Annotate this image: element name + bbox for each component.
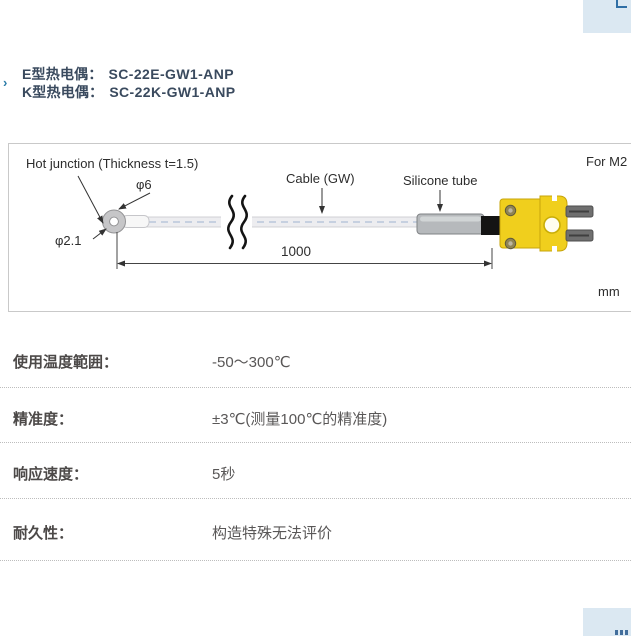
head-diameter-label: φ6 — [136, 177, 152, 192]
cable-length-dimension: 1000 — [280, 244, 312, 259]
product-title-e-type: E型热电偶： SC-22E-GW1-ANP — [22, 65, 235, 83]
spec-label: 使用温度範囲： — [13, 354, 119, 371]
widget-text-fragment — [615, 630, 629, 635]
connector-hole — [543, 216, 561, 234]
hole-diameter-label: φ2.1 — [55, 233, 82, 248]
product-diagram: Hot junction (Thickness t=1.5) φ6 φ2.1 C… — [8, 143, 631, 312]
spec-label: 耐久性： — [13, 525, 74, 542]
product-type-label: E型热电偶： — [22, 66, 103, 82]
product-title-block: E型热电偶： SC-22E-GW1-ANP K型热电偶： SC-22K-GW1-AN… — [22, 65, 235, 101]
spec-row-accuracy: 精准度： ±3℃(测量100℃的精准度) — [0, 388, 631, 443]
hot-junction-label: Hot junction (Thickness t=1.5) — [26, 156, 199, 171]
spec-row-response-speed: 响应速度： 5秒 — [0, 443, 631, 499]
side-widget-top[interactable] — [583, 0, 631, 33]
crimp-sleeve — [121, 215, 150, 228]
product-title-k-type: K型热电偶： SC-22K-GW1-ANP — [22, 83, 235, 101]
for-m2-label: For M2 — [586, 154, 628, 169]
spec-label: 响应速度： — [13, 466, 89, 483]
cable-label: Cable (GW) — [286, 171, 355, 186]
spec-row-temperature-range: 使用温度範囲： -50～300℃ — [0, 330, 631, 388]
spec-value: 构造特殊无法评价 — [212, 525, 333, 542]
silicone-tube-label: Silicone tube — [403, 173, 478, 188]
spec-value: ±3℃(测量100℃的精准度) — [212, 410, 388, 428]
product-model: SC-22K-GW1-ANP — [109, 84, 236, 100]
product-type-label: K型热电偶： — [22, 84, 104, 100]
spec-value: 5秒 — [212, 466, 236, 483]
product-model: SC-22E-GW1-ANP — [108, 66, 234, 82]
widget-icon-fragment — [616, 0, 627, 8]
side-widget-bottom[interactable] — [583, 608, 631, 636]
thermocouple-connector — [499, 195, 568, 252]
connector-neck — [481, 216, 503, 235]
break-mark — [227, 194, 235, 250]
spec-label: 精准度： — [13, 410, 74, 428]
chevron-marker-icon: › — [3, 75, 8, 90]
spec-table: 使用温度範囲： -50～300℃ 精准度： ±3℃(测量100℃的精准度) 响应… — [0, 330, 631, 561]
unit-label: mm — [598, 284, 620, 299]
spec-value: -50～300℃ — [212, 354, 291, 371]
diagram-artwork — [77, 175, 594, 269]
break-mark — [240, 194, 248, 250]
spec-row-durability: 耐久性： 构造特殊无法评价 — [0, 499, 631, 561]
ring-hole — [109, 216, 119, 227]
